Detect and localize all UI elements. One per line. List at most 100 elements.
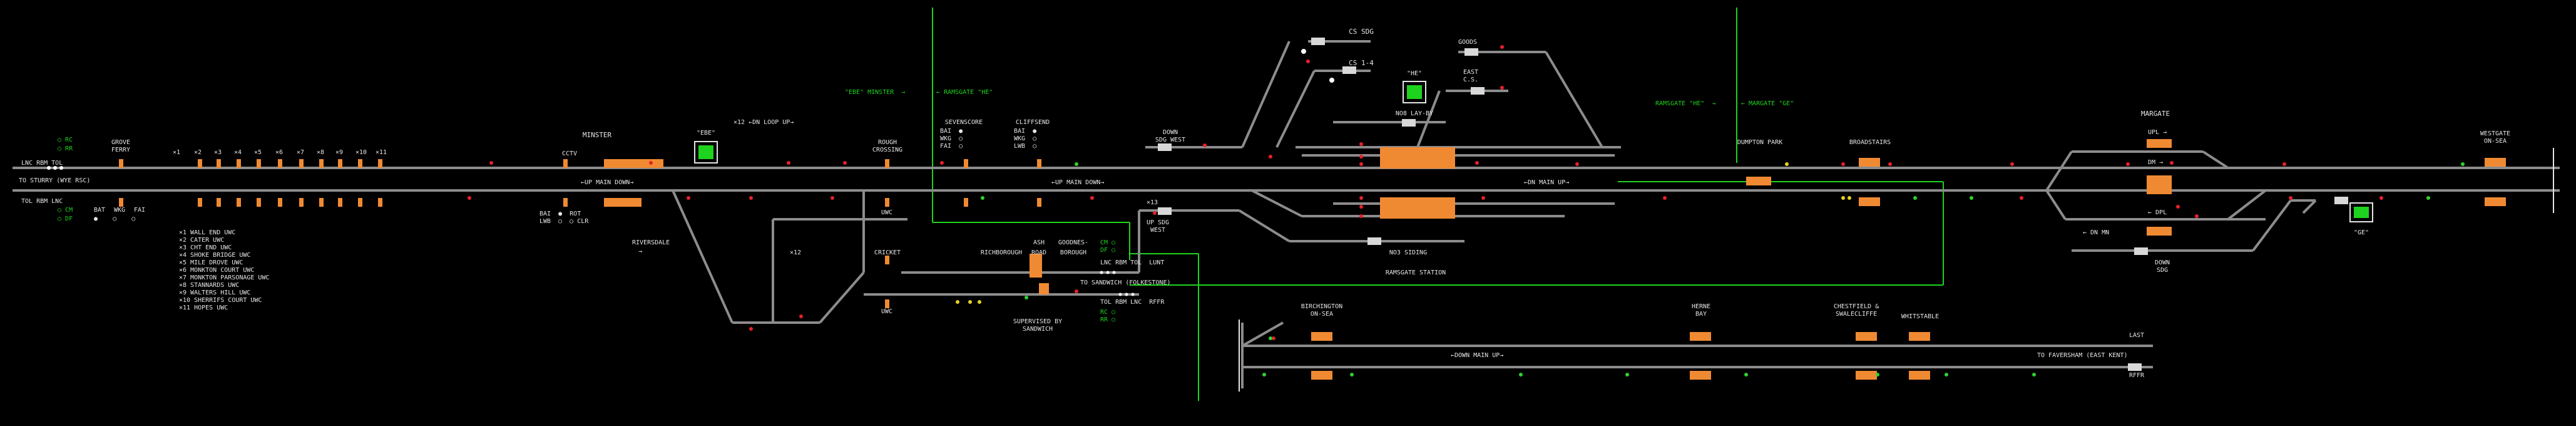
key-entry: ×6 MONKTON COURT UWC [179,267,255,274]
up-main-down-label: ←UP MAIN DOWN→ [581,179,634,186]
down-sdg-label: DOWN SDG [2154,259,2170,274]
control-boxes[interactable] [694,81,2373,222]
route-ramsgate-he-1[interactable]: ← RAMSGATE "HE" [936,89,993,96]
sevenscore-indicators: BAI ● WKG ○ FAI ○ [940,128,963,150]
route-ramsgate-he-2[interactable]: RAMSGATE "HE" → [1655,100,1716,107]
ramsgate-station-label: RAMSGATE STATION [1385,269,1446,276]
he-box-label: "HE" [1406,70,1423,77]
riversdale-arrow: → [638,248,643,255]
key-entry: ×1 WALL END UWC [179,229,236,236]
key-entry: ×5 MILE DROVE UWC [179,259,243,266]
up-sdg-west-label: UP SDG WEST [1146,219,1170,234]
cliffsend-indicators: BAI ● WKG ○ LWB ○ [1014,128,1037,150]
wkg-label: WKG [114,207,126,214]
route-ebe-minster[interactable]: "EBE" MINSTER → [845,89,906,96]
lnc-rbm-tol-lunt: LNC RBM TOL LUNT [1100,259,1165,266]
cliffsend-label: CLIFFSEND [1015,119,1050,126]
last-label: LAST [2129,332,2145,339]
signals[interactable] [468,45,2465,377]
down-sdg-west-label: DOWN SDG WEST [1155,129,1186,143]
cricket-label: CRICKET [874,249,901,256]
supervised-label: SUPERVISED BY SANDWICH [1013,318,1063,333]
goodnes-label: GOODNES- [1058,239,1089,246]
crossing-number: ×2 [194,149,202,156]
ash-label: ASH [1033,239,1045,246]
uwc-label-1: UWC [881,209,893,216]
main-tracks [13,40,2560,388]
cm-df-indicators: CM ○ DF ○ [1100,239,1116,254]
minster-label: MINSTER [582,131,612,139]
rr-label: RR [65,145,73,152]
cctv-label: CCTV [561,150,578,157]
cm-indicator: ○ CM [58,207,73,214]
dpl-label: ← DPL [2148,209,2167,216]
crossing-number: ×6 [275,149,284,156]
richborough-label: RICHBOROUGH [980,249,1023,256]
cs-sdg-label: CS SDG [1349,28,1374,36]
route-boundaries [932,8,1944,401]
upl-label: UPL → [2148,129,2167,136]
minster-indicators: BAI ● ROT LWB ○ ○ CLR [539,210,589,225]
crossing-number: ×3 [214,149,222,156]
fai-label: FAI [134,207,146,214]
no3-siding-label: NO3 SIDING [1389,249,1428,256]
line-down-label: TOL RBM LNC [21,198,63,205]
uwc-label-2: UWC [881,308,893,315]
broadstairs-label: BROADSTAIRS [1849,139,1891,146]
herne-bay-label: HERNE BAY [1691,303,1711,318]
rough-crossing-label: ROUGH CROSSING [872,139,903,153]
road-label: ROAD [1031,249,1047,256]
rc-label: RC [65,137,73,143]
df-indicator: ○ DF [58,216,73,222]
goods-label: GOODS [1458,39,1478,46]
to-sandwich-label: TO SANDWICH (FOLKESTONE) [1080,279,1171,286]
ge-box-label: "GE" [2353,229,2369,236]
dumpton-park-label: DUMPTON PARK [1737,139,1783,146]
level-crossing-key: ×1 WALL END UWC×2 CATER UWC×3 CHT END UW… [179,229,270,312]
key-entry: ×4 SHOKE BRIDGE UWC [179,252,251,259]
key-entry: ×9 WALTERS HILL UWC [179,289,251,296]
crossing-number: ×4 [234,149,242,156]
key-entry: ×7 MONKTON PARSONAGE UWC [179,274,270,281]
x13-label: ×13 [1147,199,1158,206]
sevenscore-label: SEVENSCORE [944,119,983,126]
on-loop-up-label: ×12 ←DN LOOP UP→ [733,119,794,126]
dn-mn-label: ← DN MN [2083,229,2110,236]
x12-label: ×12 [790,249,802,256]
crossing-markers [119,159,1041,308]
key-entry: ×10 SHERRIFS COURT UWC [179,297,262,304]
borough-label: BOROUGH [1060,249,1087,256]
route-margate-ge[interactable]: ← MARGATE "GE" [1741,100,1794,107]
dn-main-up-label: ←DN MAIN UP→ [1524,179,1570,186]
crossing-number: ×11 [376,149,387,156]
to-sturry-label: TO STURRY (WYE RSC) [19,177,91,184]
crossing-number: ×5 [254,149,262,156]
ebe-box-label: "EBE" [696,130,716,137]
cm-label: CM [65,207,73,214]
key-entry: ×3 CHT END UWC [179,244,232,251]
rffr-label: RFFR [2129,372,2145,379]
up-main-down-label-2: ←UP MAIN DOWN→ [1051,179,1105,186]
dm-label: DM → [2148,159,2164,166]
westgate-label: WESTGATE ON-SEA [2480,130,2511,145]
east-cs-label: EAST C.S. [1463,69,1479,83]
crossing-number: ×8 [317,149,325,156]
key-entry: ×2 CATER UWC [179,237,225,244]
cs-1-4-label: CS 1-4 [1349,59,1374,67]
riversdale-label: RIVERSDALE [632,239,670,246]
chestfield-label: CHESTFIELD & SWALECLIFFE [1833,303,1879,318]
line-up-label: LNC RBM TOL [21,160,63,167]
key-entry: ×8 STANNARDS UWC [179,282,240,289]
to-faversham-label: TO FAVERSHAM (EAST KENT) [2037,352,2128,359]
margate-label: MARGATE [2140,110,2170,118]
berth-blocks [1158,38,2348,371]
down-main-up-label-3: ←DOWN MAIN UP→ [1451,352,1504,359]
rc-indicator: ○ RC [58,137,73,143]
bat-wkg-fai-lights: ● ○ ○ [94,216,136,222]
birchington-label: BIRCHINGTON ON-SEA [1301,303,1343,318]
buffers [1239,148,2554,392]
whitstable-label: WHITSTABLE [1901,313,1940,320]
rr-indicator: ○ RR [58,145,73,152]
platforms [604,139,2506,380]
